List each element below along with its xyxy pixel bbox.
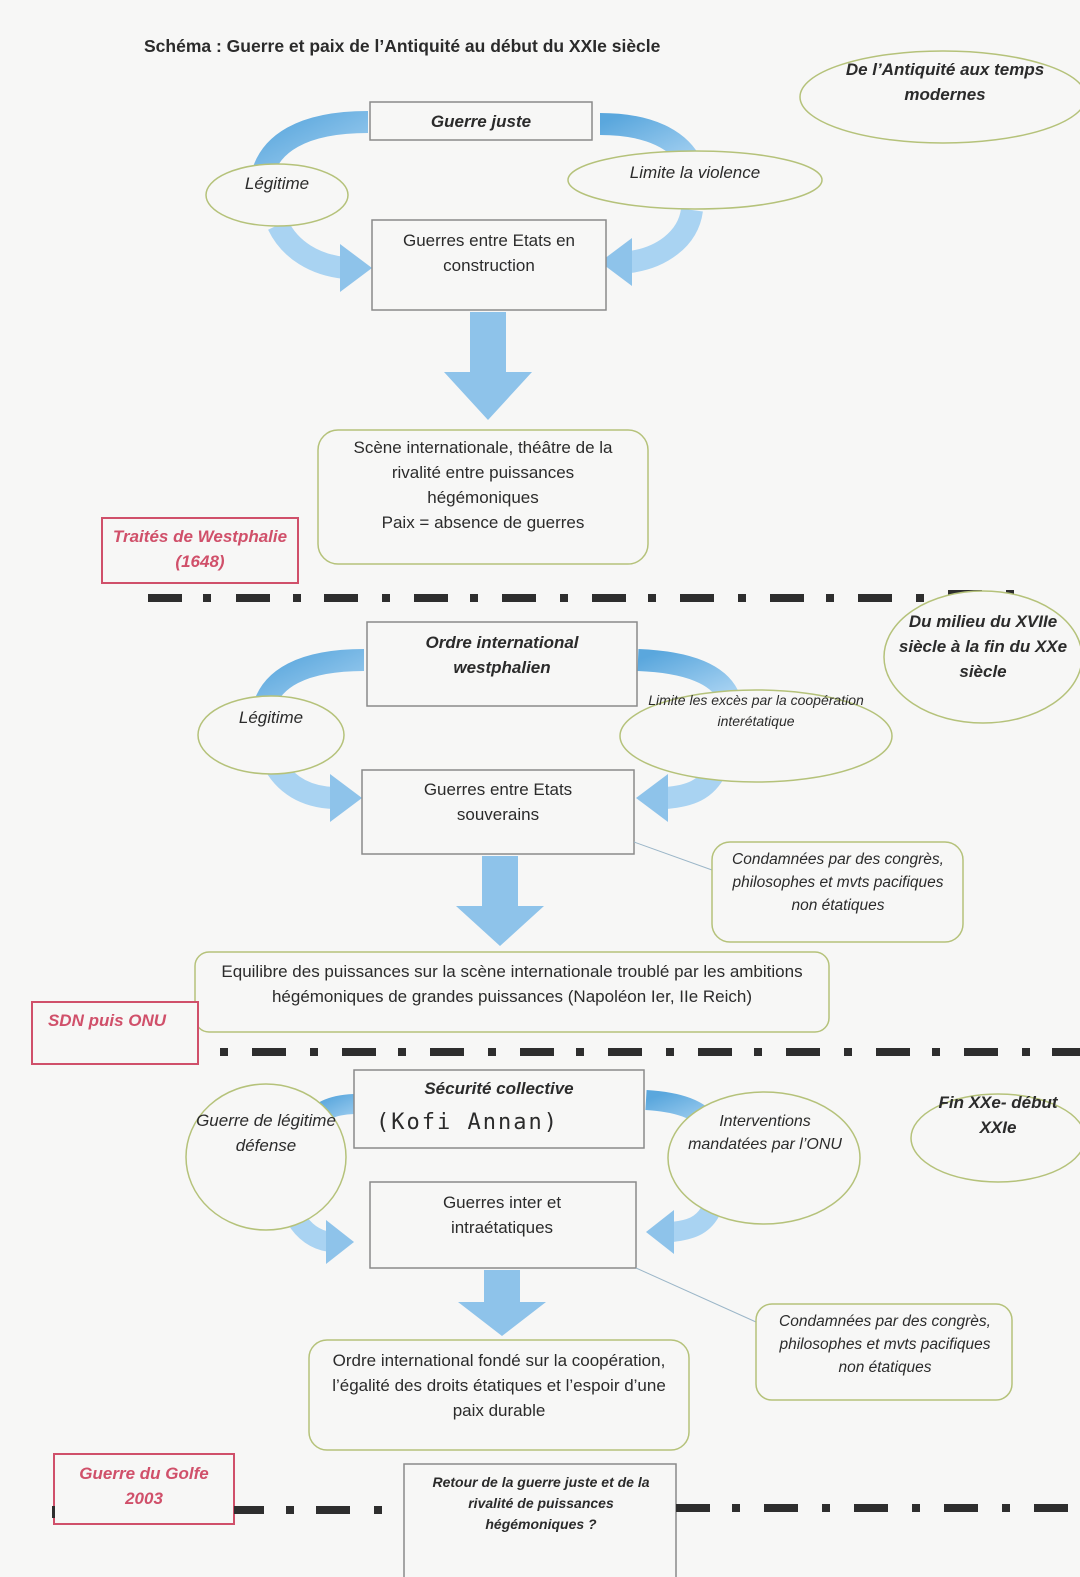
divider-2 [220, 1048, 1080, 1056]
period-label-3: Fin XXe- début XXIe [938, 1093, 1058, 1137]
ellipse-limite-exces [619, 689, 893, 783]
down-arrow-3 [458, 1270, 546, 1336]
scene-line-2: rivalité entre puissances [391, 463, 575, 482]
ordre-cooperation-label: Ordre international fondé sur la coopéra… [332, 1351, 666, 1420]
arrowhead-right-bottom-2 [636, 774, 668, 822]
diagram-title: Schéma : Guerre et paix de l’Antiquité a… [144, 36, 661, 56]
guerres-inter-label: Guerres inter et intraétatiques [442, 1193, 562, 1237]
down-arrow-1 [444, 312, 532, 420]
box-equilibre [194, 951, 830, 1033]
curve-arrow-left-bottom [268, 219, 347, 279]
ellipse-legitime-defense [185, 1083, 347, 1231]
arrowhead-right-bottom-3 [646, 1210, 674, 1254]
ellipse-period-2 [883, 590, 1080, 724]
ellipse-legitime-1 [205, 163, 349, 227]
box-note-condamnees-1 [711, 841, 964, 943]
connector-note-2 [633, 841, 713, 871]
curve-arrow-right-bottom-3 [670, 1206, 719, 1242]
limite-exces-label: Limite les excès par la coopération inte… [648, 692, 864, 729]
kofi-annan-handwritten: (Kofi Annan) [376, 1110, 559, 1135]
box-securite-collective [353, 1069, 645, 1149]
legitime-label-1: Légitime [244, 174, 310, 193]
scene-line-1: Scène internationale, théâtre de la [353, 438, 613, 457]
box-final [403, 1463, 677, 1577]
period-label-1: De l’Antiquité aux temps modernes [845, 60, 1045, 104]
box-guerres-souverains [361, 769, 635, 855]
securite-collective-label: Sécurité collective [424, 1079, 574, 1098]
equilibre-label: Equilibre des puissances sur la scène in… [221, 962, 803, 1006]
box-ordre-cooperation [308, 1339, 690, 1451]
box-note-condamnees-2 [755, 1303, 1013, 1401]
scene-line-3: hégémoniques [427, 488, 539, 507]
arrowhead-right-bottom [600, 238, 632, 286]
ellipse-interventions-onu [667, 1091, 861, 1225]
note-condamnees-label-2: Condamnées par des congrès, philosophes … [779, 1313, 991, 1376]
curve-arrow-right-bottom [628, 207, 703, 273]
box-ordre-westphalien [366, 621, 638, 707]
note-condamnees-label-1: Condamnées par des congrès, philosophes … [732, 851, 944, 914]
arrowhead-left-bottom-3 [326, 1220, 354, 1264]
event-golfe-label: Guerre du Golfe 2003 [79, 1464, 209, 1508]
ellipse-legitime-2 [197, 695, 345, 775]
arrowhead-left-bottom [340, 244, 372, 292]
limite-violence-label: Limite la violence [629, 163, 761, 182]
box-event-sdn [31, 1001, 199, 1065]
arrowhead-left-bottom-2 [330, 774, 362, 822]
box-guerres-construction [371, 219, 607, 311]
guerres-construction-label: Guerres entre Etats en construction [403, 231, 575, 275]
final-question-label: Retour de la guerre juste et de la rival… [432, 1474, 650, 1532]
box-guerre-juste [369, 101, 593, 141]
scene-line-4: Paix = absence de guerres [381, 513, 585, 532]
divider-3 [52, 1504, 1068, 1518]
box-scene-internationale [317, 429, 649, 565]
legitime-label-2: Légitime [238, 708, 304, 727]
guerres-souverains-label: Guerres entre Etats souverains [423, 780, 573, 824]
ellipse-period-1 [799, 50, 1080, 144]
ordre-westphalien-label: Ordre international westphalien [425, 633, 579, 677]
connector-note-3 [635, 1267, 757, 1323]
ellipse-period-3 [910, 1093, 1080, 1183]
box-guerres-inter [369, 1181, 637, 1269]
box-event-golfe [53, 1453, 235, 1525]
down-arrow-2 [456, 856, 544, 946]
guerre-juste-label: Guerre juste [430, 112, 532, 131]
box-event-westphalie [101, 517, 299, 584]
scene-internationale-text: Scène internationale, théâtre de la riva… [322, 435, 644, 535]
interventions-onu-label: Interventions mandatées par l’ONU [688, 1113, 842, 1153]
ellipse-limite-violence [567, 150, 823, 210]
divider-1 [148, 590, 1014, 602]
legitime-defense-label: Guerre de légitime défense [196, 1111, 336, 1155]
curve-arrow-right-top-2 [637, 649, 738, 701]
event-westphalie-label: Traités de Westphalie (1648) [112, 527, 288, 571]
period-label-2: Du milieu du XVIIe siècle à la fin du XX… [898, 612, 1068, 681]
event-sdn-label: SDN puis ONU [47, 1011, 167, 1030]
